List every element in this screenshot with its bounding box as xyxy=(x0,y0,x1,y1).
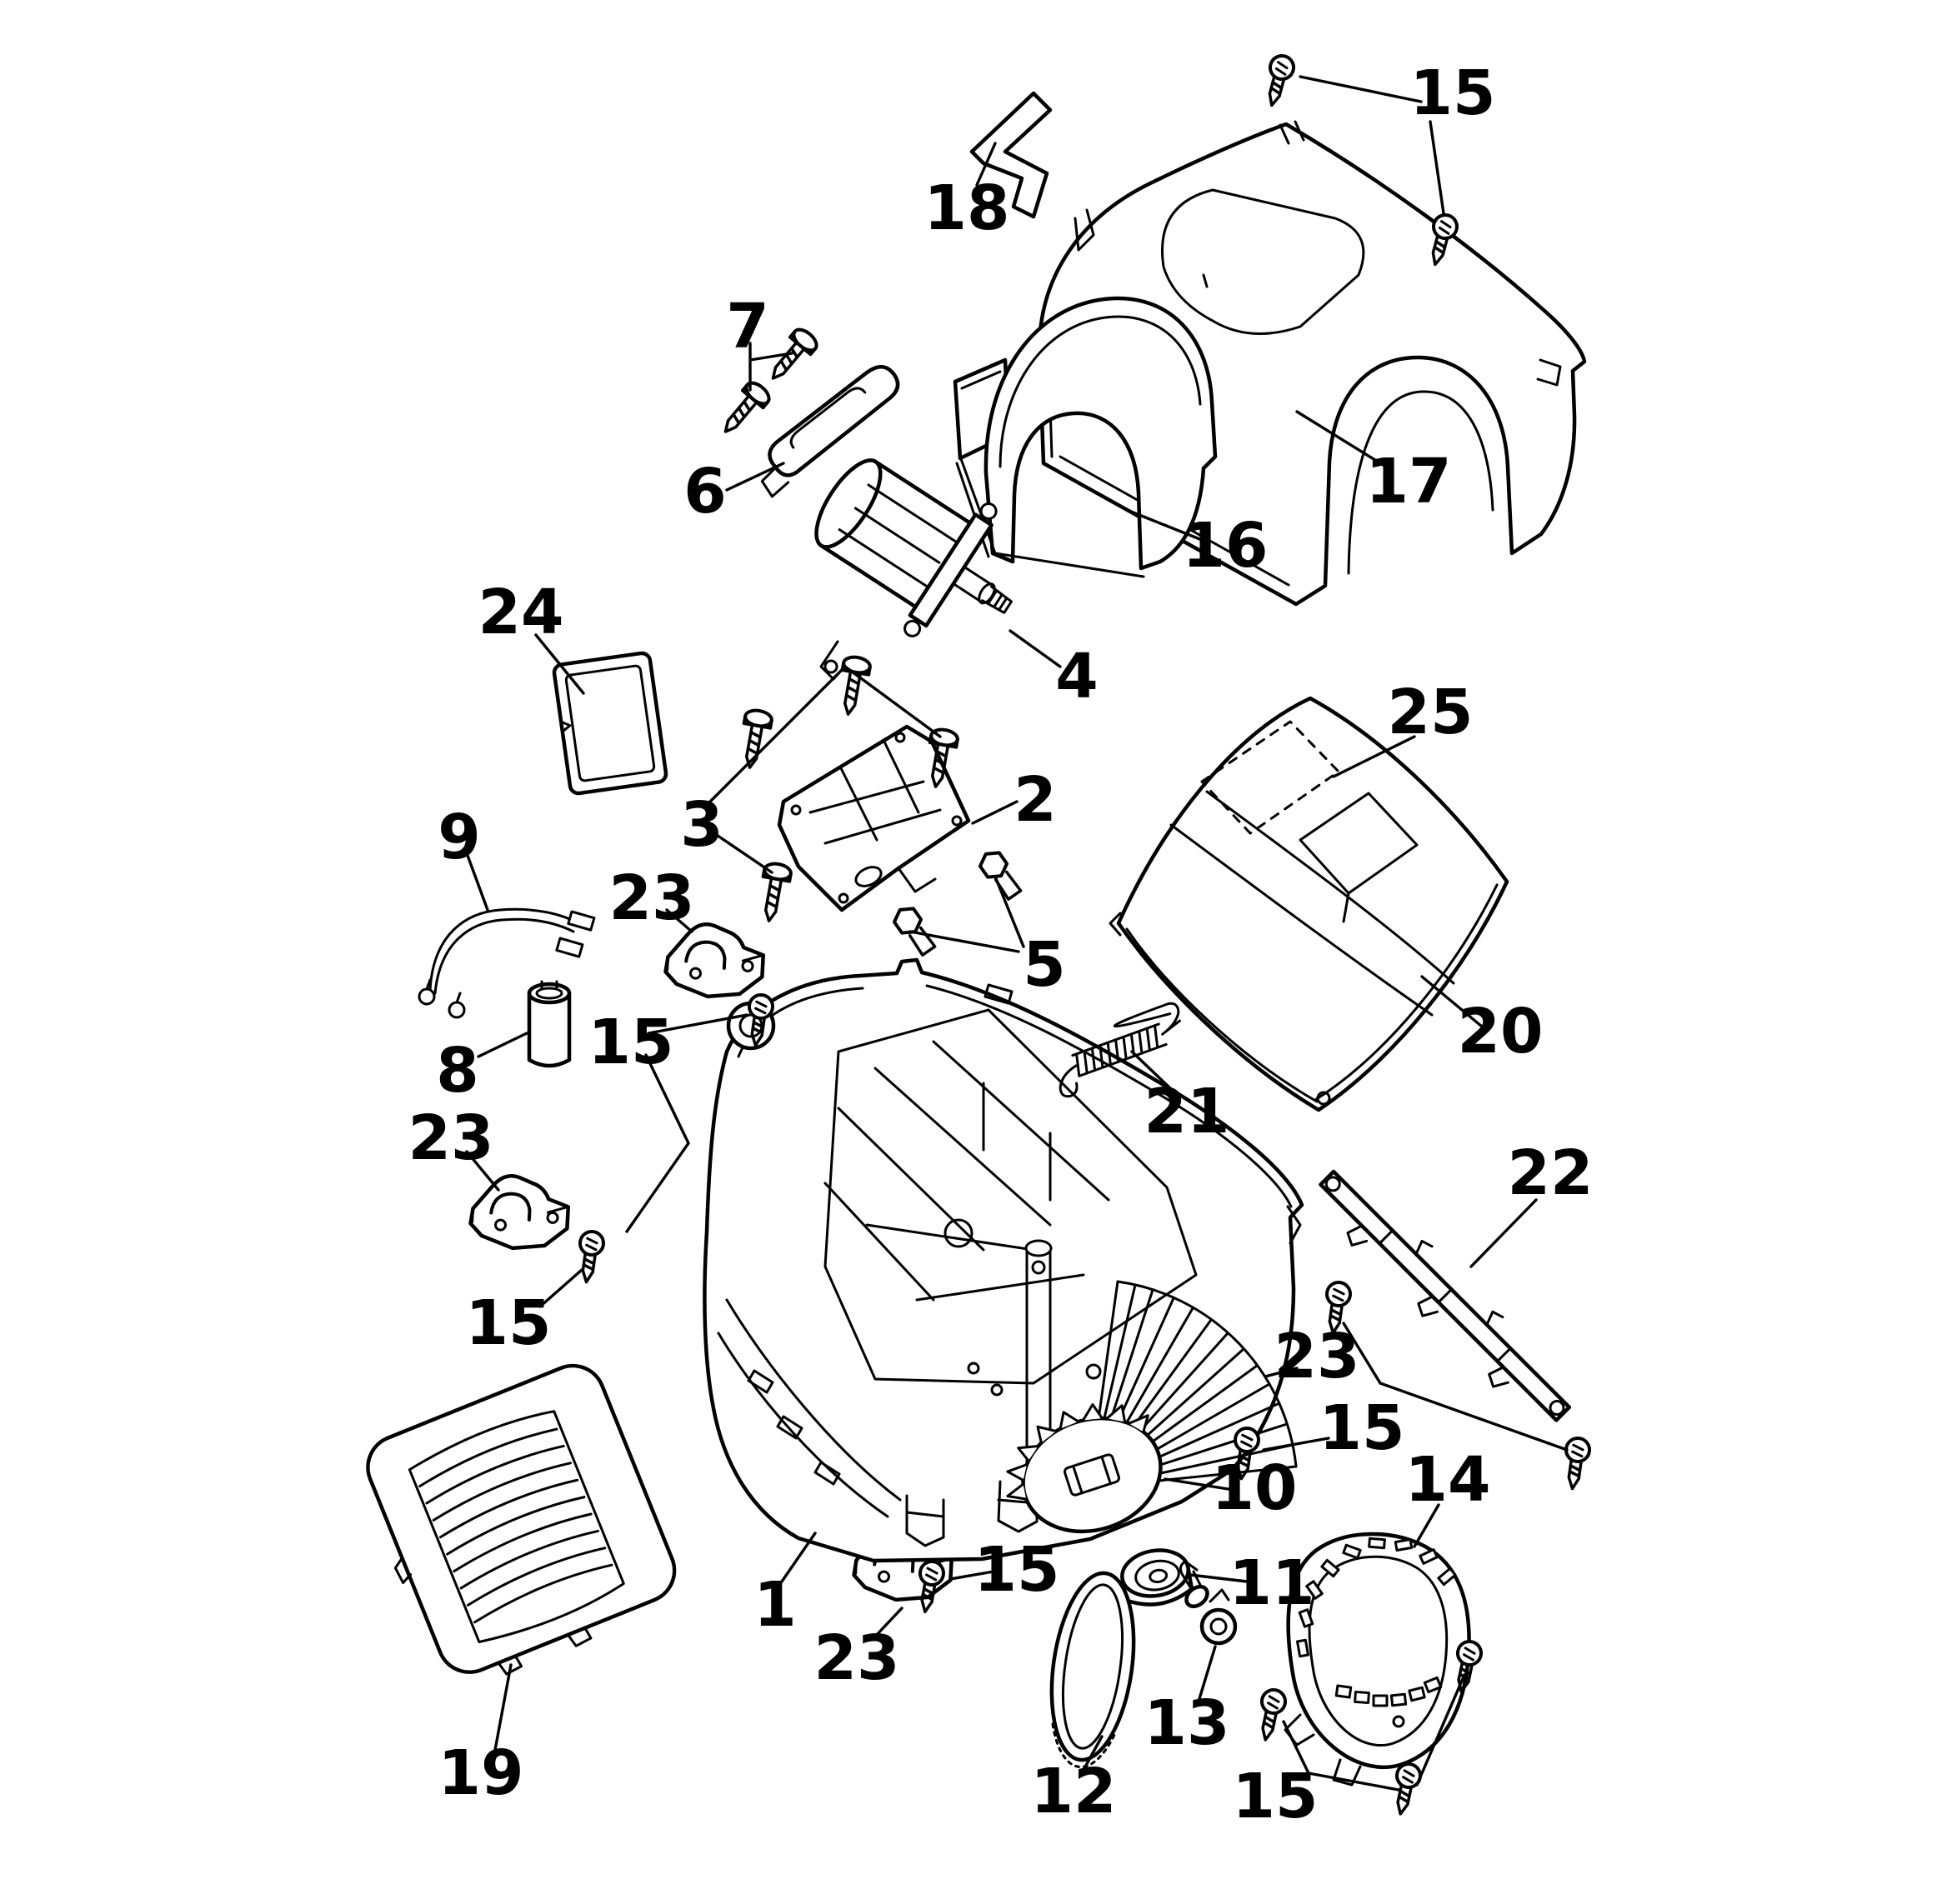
callout-17: 17 xyxy=(1366,446,1452,517)
leader-line-20 xyxy=(1420,975,1484,1028)
leader-line-15 xyxy=(1429,120,1445,215)
callout-15: 15 xyxy=(1410,57,1496,129)
callout-1: 1 xyxy=(753,1569,797,1641)
leader-line-10 xyxy=(1164,1477,1235,1492)
callout-15: 15 xyxy=(588,1007,674,1078)
callout-23: 23 xyxy=(609,862,695,934)
leader-line-16 xyxy=(1125,508,1204,542)
leader-line-23 xyxy=(1264,1367,1299,1378)
part-13-bolt xyxy=(1179,1560,1238,1646)
callout-13: 13 xyxy=(1144,1687,1230,1759)
callout-15: 15 xyxy=(1319,1392,1405,1464)
callout-22: 22 xyxy=(1508,1137,1594,1209)
leader-line-12 xyxy=(1082,1735,1104,1772)
callout-6: 6 xyxy=(683,456,727,527)
callout-2: 2 xyxy=(1014,764,1057,836)
leader-line-3 xyxy=(705,827,773,874)
callout-14: 14 xyxy=(1405,1444,1491,1516)
leader-line-9 xyxy=(465,852,489,912)
leader-line-6 xyxy=(725,462,785,492)
callout-23: 23 xyxy=(1274,1321,1360,1392)
part-21-spring xyxy=(1059,1002,1181,1098)
callout-20: 20 xyxy=(1458,996,1544,1067)
part-8-capacitor xyxy=(527,980,572,1068)
leader-line-15 xyxy=(538,1268,583,1308)
leader-line-1 xyxy=(780,1532,817,1583)
callout-21: 21 xyxy=(1144,1076,1230,1147)
callout-25: 25 xyxy=(1388,677,1474,748)
leader-line-15 xyxy=(1262,1437,1330,1452)
leader-line-13 xyxy=(1197,1645,1217,1703)
leader-line-18 xyxy=(975,142,997,187)
leader-line-8 xyxy=(477,1032,528,1058)
callout-5: 5 xyxy=(1023,929,1066,1001)
callout-19: 19 xyxy=(438,1737,524,1809)
part-6-motor-clamp xyxy=(760,365,900,498)
leader-line-14 xyxy=(1413,1503,1440,1548)
leader-line-17 xyxy=(1295,410,1390,470)
leader-line-15 xyxy=(1282,1720,1400,1792)
part-4-motor xyxy=(814,458,1013,681)
callout-9: 9 xyxy=(438,802,481,873)
callout-18: 18 xyxy=(924,172,1010,244)
part-19-front-grille xyxy=(366,1363,677,1676)
part-25-label-area xyxy=(1200,720,1340,835)
leader-line-15 xyxy=(1342,1322,1569,1452)
part-24-gasket-frame xyxy=(552,651,668,796)
callout-24: 24 xyxy=(478,577,564,648)
leader-line-15 xyxy=(1299,75,1423,103)
callout-15: 15 xyxy=(1233,1761,1319,1832)
callout-4: 4 xyxy=(1055,641,1099,712)
leader-line-21 xyxy=(1130,1050,1172,1090)
leader-line-19 xyxy=(493,1663,513,1752)
leader-line-23 xyxy=(872,1607,903,1640)
leader-line-4 xyxy=(1009,629,1062,668)
callout-12: 12 xyxy=(1031,1756,1117,1827)
leader-line-25 xyxy=(1332,735,1416,778)
leader-line-15 xyxy=(948,1570,995,1581)
part-14-belt-cover xyxy=(1284,1532,1471,1787)
part-2-mount-plate xyxy=(777,724,971,912)
leader-line-15 xyxy=(625,1053,690,1233)
callout-3: 3 xyxy=(680,789,723,861)
part-22-rail xyxy=(1319,1169,1572,1422)
callout-16: 16 xyxy=(1183,510,1269,582)
leader-line-22 xyxy=(1469,1198,1538,1268)
leader-line-23 xyxy=(465,1150,500,1192)
leader-line-23 xyxy=(665,908,693,933)
callout-23: 23 xyxy=(814,1622,900,1694)
callout-7: 7 xyxy=(726,291,769,362)
part-12-belt xyxy=(1049,1571,1136,1768)
callout-8: 8 xyxy=(436,1035,479,1107)
part-10-sprocket xyxy=(1006,1403,1163,1534)
callout-15: 15 xyxy=(974,1534,1060,1606)
leader-line-5 xyxy=(994,875,1025,948)
leader-line-2 xyxy=(971,800,1019,825)
leader-line-24 xyxy=(534,633,585,695)
callout-15: 15 xyxy=(466,1287,552,1359)
leader-line-7 xyxy=(748,352,793,362)
leader-line-5 xyxy=(908,930,1020,953)
part-18-bracket xyxy=(969,91,1053,219)
callout-10: 10 xyxy=(1212,1452,1298,1524)
leader-line-11 xyxy=(1189,1573,1249,1583)
leader-line-3 xyxy=(703,664,942,808)
callout-11: 11 xyxy=(1229,1547,1315,1619)
part-20-rear-cover xyxy=(1109,696,1509,1112)
leader-line-15 xyxy=(1415,1673,1466,1787)
leader-line-15 xyxy=(647,1013,748,1035)
part-9-wire-harness xyxy=(418,907,596,1019)
callout-23: 23 xyxy=(408,1102,494,1174)
part-16-motor-housing xyxy=(953,296,1218,578)
